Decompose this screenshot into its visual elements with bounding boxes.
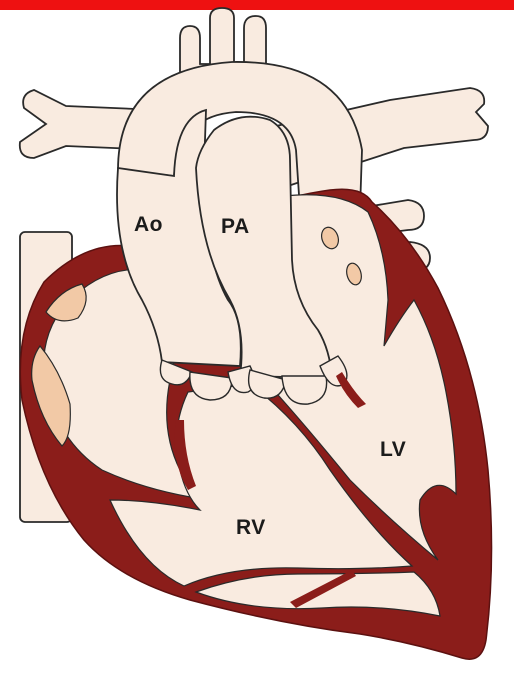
top-red-bar xyxy=(0,0,514,10)
pulmonary-artery-label: PA xyxy=(221,215,250,239)
left-ventricle-label: LV xyxy=(380,438,406,462)
right-ventricle-label: RV xyxy=(236,516,266,540)
aorta-label: Ao xyxy=(134,213,163,237)
